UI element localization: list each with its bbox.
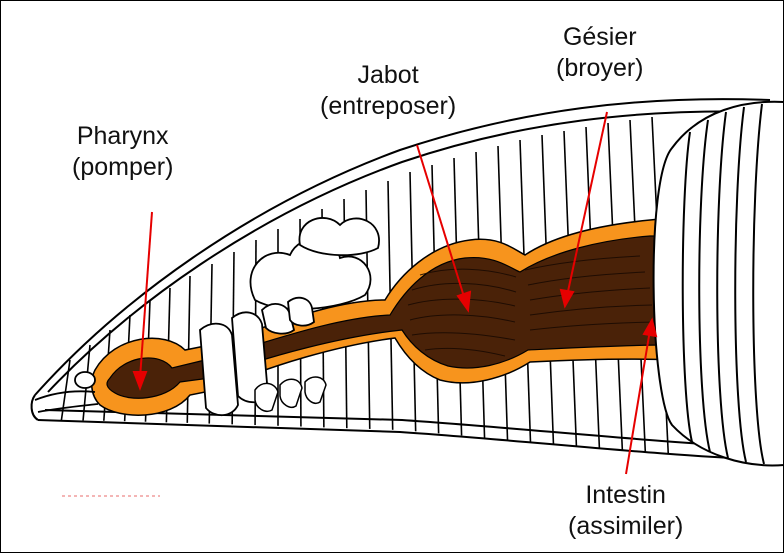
label-pharynx-name: Pharynx bbox=[72, 121, 173, 152]
label-jabot-role: (entreposer) bbox=[320, 91, 456, 122]
label-gesier-name: Gésier bbox=[556, 22, 644, 53]
label-gesier-role: (broyer) bbox=[556, 53, 644, 84]
label-intestin-name: Intestin bbox=[568, 480, 683, 511]
label-pharynx: Pharynx (pomper) bbox=[72, 121, 173, 183]
label-intestin: Intestin (assimiler) bbox=[568, 480, 683, 542]
seminal-vesicles bbox=[250, 218, 379, 309]
label-jabot-name: Jabot bbox=[320, 60, 456, 91]
label-pharynx-role: (pomper) bbox=[72, 152, 173, 183]
label-intestin-role: (assimiler) bbox=[568, 511, 683, 542]
label-gesier: Gésier (broyer) bbox=[556, 22, 644, 84]
label-jabot: Jabot (entreposer) bbox=[320, 60, 456, 122]
clitellum bbox=[654, 102, 784, 466]
mouth-prostomium bbox=[35, 372, 98, 412]
